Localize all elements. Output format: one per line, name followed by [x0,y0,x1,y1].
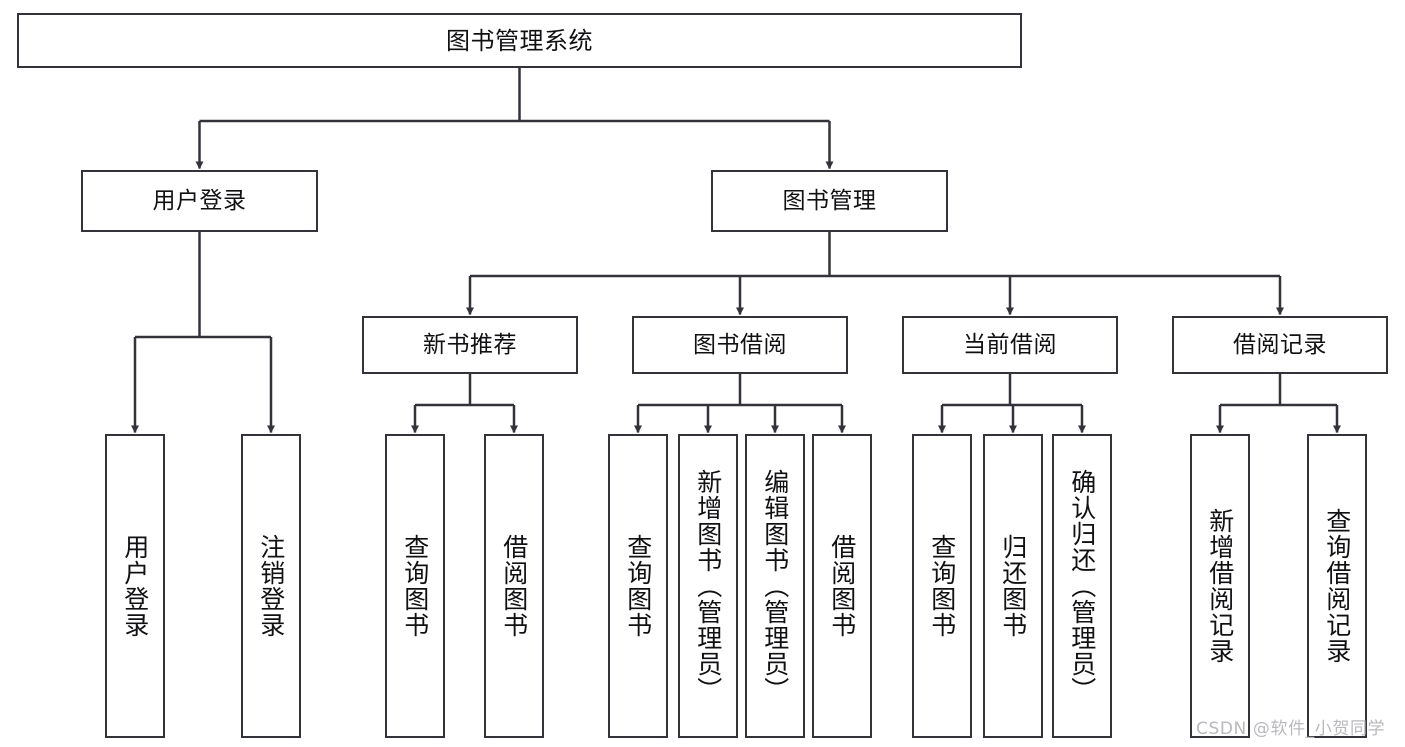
node-borrow-record[interactable]: 借阅记录 [1172,316,1388,374]
node-leaf-query-book-rec[interactable]: 查询图书 [385,434,445,738]
edge-group [130,68,1342,434]
node-user-login[interactable]: 用户登录 [81,170,318,232]
node-leaf-edit-book[interactable]: 编辑图书（管理员） [745,434,805,738]
node-label: 用户登录 [120,534,150,638]
node-label: 查询图书 [623,534,653,638]
node-leaf-borrow-book-rec[interactable]: 借阅图书 [484,434,544,738]
node-label: 确认归还（管理员） [1067,469,1097,703]
node-leaf-borrow-book[interactable]: 借阅图书 [812,434,872,738]
node-leaf-add-book[interactable]: 新增图书（管理员） [678,434,738,738]
node-label: 查询借阅记录 [1322,508,1352,664]
node-label: 查询图书 [927,534,957,638]
node-leaf-user-login[interactable]: 用户登录 [105,434,165,738]
node-leaf-query-book-borrow[interactable]: 查询图书 [608,434,668,738]
node-label: 编辑图书（管理员） [760,469,790,703]
node-label: 借阅图书 [827,534,857,638]
node-leaf-query-record[interactable]: 查询借阅记录 [1307,434,1367,738]
node-book-manage[interactable]: 图书管理 [711,170,948,232]
node-leaf-add-record[interactable]: 新增借阅记录 [1190,434,1250,738]
node-leaf-confirm-return[interactable]: 确认归还（管理员） [1052,434,1112,738]
node-leaf-query-book-cur[interactable]: 查询图书 [912,434,972,738]
node-label: 新增借阅记录 [1205,508,1235,664]
node-current-borrow[interactable]: 当前借阅 [902,316,1118,374]
node-book-borrow[interactable]: 图书借阅 [632,316,848,374]
node-label: 注销登录 [256,534,286,638]
node-root[interactable]: 图书管理系统 [17,13,1022,68]
node-label: 借阅图书 [499,534,529,638]
node-new-book-rec[interactable]: 新书推荐 [362,316,578,374]
node-leaf-user-logout[interactable]: 注销登录 [241,434,301,738]
csdn-watermark: CSDN @软件_小贺同学 [1196,719,1386,739]
node-label: 新增图书（管理员） [693,469,723,703]
node-label: 归还图书 [998,534,1028,638]
node-leaf-return-book[interactable]: 归还图书 [983,434,1043,738]
node-label: 查询图书 [400,534,430,638]
